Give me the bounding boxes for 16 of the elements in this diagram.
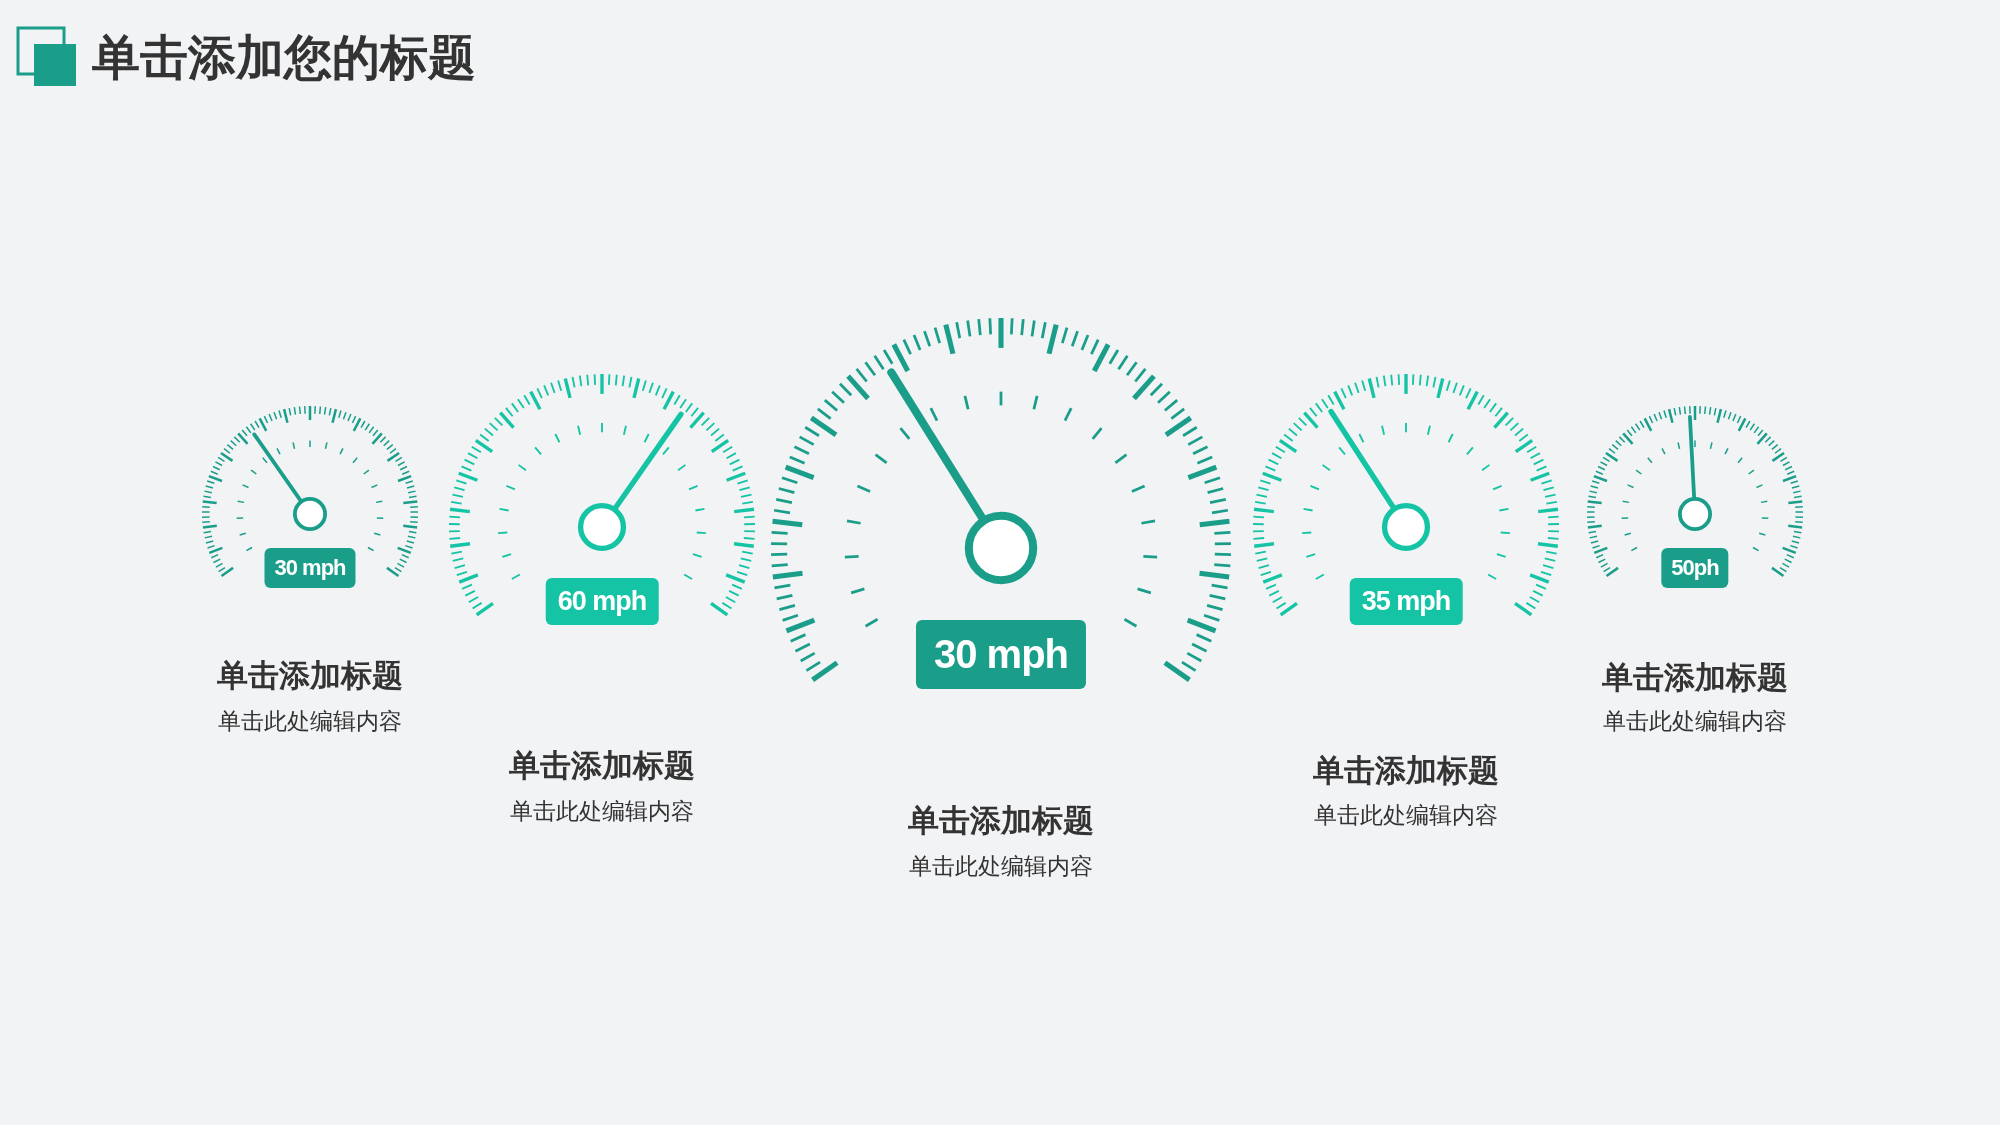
speed-badge: 30 mph bbox=[264, 548, 356, 588]
page-title: 单击添加您的标题 bbox=[92, 28, 476, 87]
speed-badge: 35 mph bbox=[1349, 578, 1463, 625]
item-description: 单击此处编辑内容 bbox=[217, 707, 403, 736]
item-description: 单击此处编辑内容 bbox=[1602, 707, 1788, 736]
speed-badge: 30 mph bbox=[916, 620, 1086, 689]
item-heading: 单击添加标题 bbox=[509, 746, 695, 785]
item-heading: 单击添加标题 bbox=[1602, 658, 1788, 697]
speed-badge: 50ph bbox=[1661, 548, 1729, 588]
item-description: 单击此处编辑内容 bbox=[908, 852, 1094, 881]
item-description: 单击此处编辑内容 bbox=[1313, 801, 1499, 830]
speed-badge: 60 mph bbox=[545, 578, 659, 625]
item-heading: 单击添加标题 bbox=[217, 656, 403, 695]
item-heading: 单击添加标题 bbox=[908, 801, 1094, 840]
item-description: 单击此处编辑内容 bbox=[509, 797, 695, 826]
item-heading: 单击添加标题 bbox=[1313, 751, 1499, 790]
